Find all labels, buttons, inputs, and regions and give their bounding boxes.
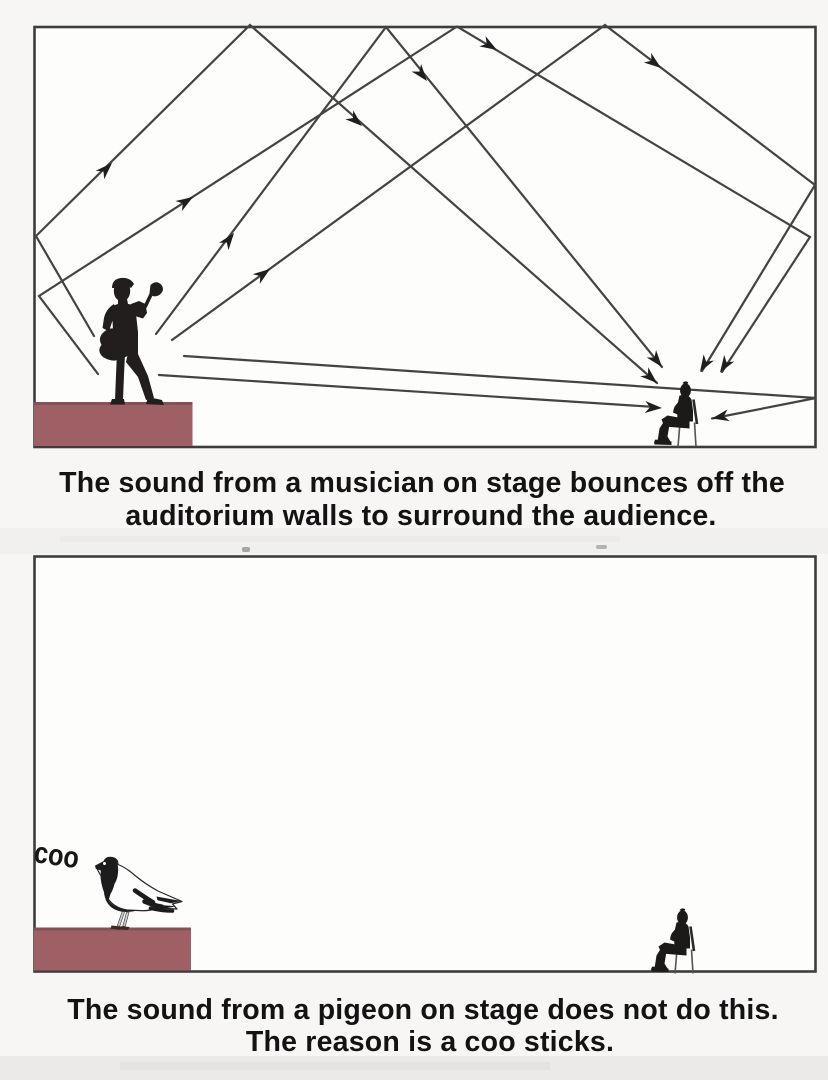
svg-text:auditorium walls to surround t: auditorium walls to surround the audienc… [125, 500, 716, 532]
svg-text:The reason is a coo sticks.: The reason is a coo sticks. [246, 1026, 614, 1058]
svg-text:The sound from a pigeon on sta: The sound from a pigeon on stage does no… [67, 994, 778, 1026]
svg-text:The sound from a musician on s: The sound from a musician on stage bounc… [59, 467, 785, 499]
svg-text:coo: coo [32, 836, 81, 875]
